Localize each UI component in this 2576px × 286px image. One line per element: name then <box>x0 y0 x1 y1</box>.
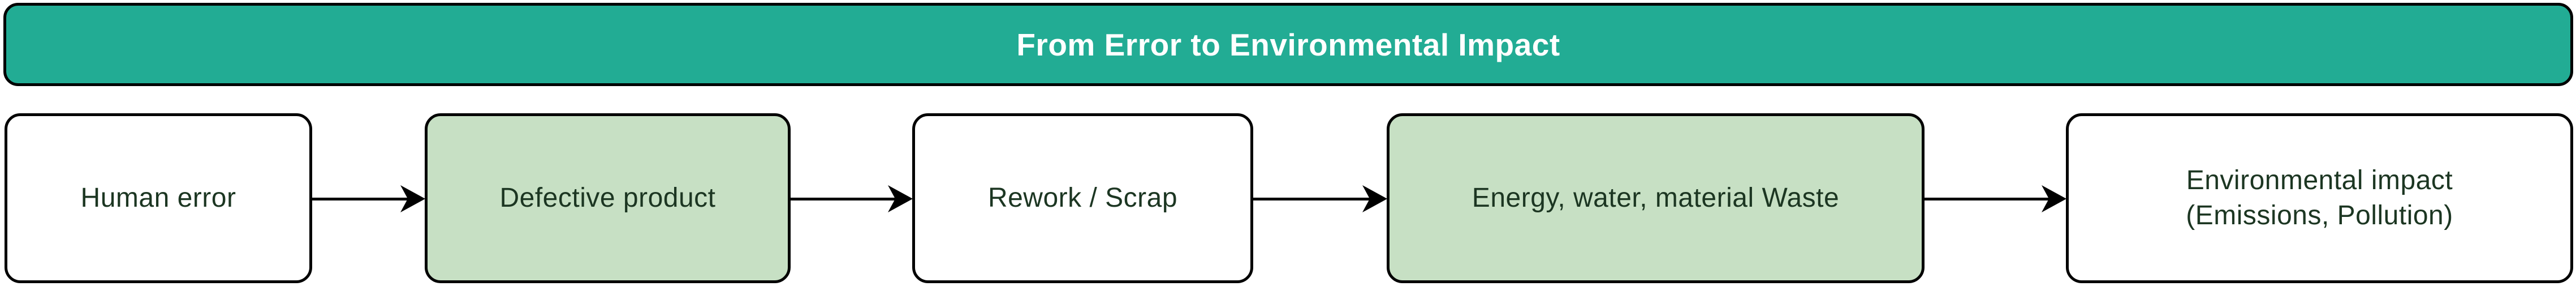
flow-arrow <box>791 170 913 227</box>
node-label: Human error <box>80 182 236 213</box>
arrow-shaft <box>1253 197 1379 200</box>
diagram-title: From Error to Environmental Impact <box>1016 27 1560 62</box>
node-environmental-impact: Environmental impact (Emissions, Polluti… <box>2066 113 2573 283</box>
arrow-shaft <box>791 197 904 200</box>
flow-arrow <box>1253 170 1387 227</box>
arrowhead-icon <box>2042 185 2066 212</box>
node-label: Defective product <box>499 182 716 213</box>
node-label: Rework / Scrap <box>987 182 1178 213</box>
arrow-shaft <box>312 197 417 200</box>
node-label: Environmental impact (Emissions, Polluti… <box>2186 165 2453 230</box>
arrow-shaft <box>1925 197 2058 200</box>
arrowhead-icon <box>1362 185 1387 212</box>
node-label: Energy, water, material Waste <box>1472 182 1840 213</box>
title-banner: From Error to Environmental Impact <box>3 3 2573 86</box>
arrowhead-icon <box>400 185 425 212</box>
flow-arrow <box>1925 170 2066 227</box>
flow-arrow <box>312 170 425 227</box>
node-energy-water-material-waste: Energy, water, material Waste <box>1387 113 1925 283</box>
node-rework-scrap: Rework / Scrap <box>912 113 1253 283</box>
node-defective-product: Defective product <box>425 113 791 283</box>
arrowhead-icon <box>888 185 913 212</box>
node-human-error: Human error <box>5 113 312 283</box>
